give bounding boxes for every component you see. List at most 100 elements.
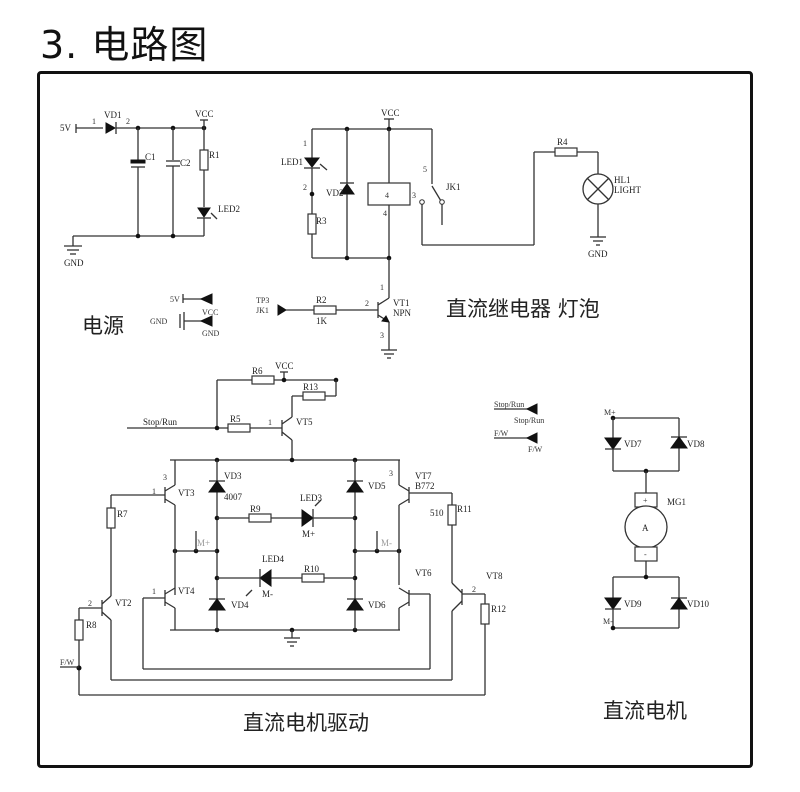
dc-motor-circuit: M+ VD7 VD8 + A MG1 - VD9 VD10 M- 直流 [603,408,709,723]
transistor-collector [164,484,176,492]
label-stop-run: Stop/Run [494,400,524,409]
label-vcc: VCC [202,308,218,317]
label-vt3: VT3 [178,488,195,498]
motor-symbol-label: A [642,523,649,533]
resistor-r4 [554,147,578,157]
label-r13: R13 [303,382,319,392]
label-vt2: VT2 [115,598,132,608]
label-vd8: VD8 [687,439,705,449]
section-title-power: 电源 [82,314,124,338]
transistor-arrow [381,315,390,323]
power-supply-circuit: 5V 1 VD1 2 VCC C1 C2 R1 LED2 [60,109,240,268]
label-plus: + [643,496,648,505]
label-jk1-net: JK1 [256,306,269,315]
pin-label: 1 [152,587,156,596]
transistor-emitter [101,611,112,621]
section-title-relay-lamp: 直流继电器 灯泡 [446,297,600,321]
resistor-r10 [301,573,325,583]
transistor-collector [398,484,410,492]
net-port-icon [277,304,287,316]
led-arrow [210,212,218,220]
led3-symbol [301,509,314,527]
label-m-minus: M- [603,617,613,626]
net-label-ports: Stop/Run Stop/Run F/W F/W [494,400,544,454]
pin-label: 1 [303,139,307,148]
relay-contact [439,199,445,205]
diode-vd4-symbol [208,598,226,611]
transistor-emitter [398,498,410,506]
label-r2: R2 [316,295,327,305]
motor-driver-circuit: VCC R6 R13 Stop/Run R5 1 VT5 [60,361,506,735]
label-r1: R1 [209,150,220,160]
label-r11: R11 [457,504,472,514]
resistor-r11 [447,504,457,526]
label-mg1: MG1 [667,497,686,507]
label-m-minus: M- [262,589,273,599]
label-gnd: GND [588,249,608,259]
resistor-r8 [74,619,84,641]
diode-vd9-symbol [604,597,622,610]
transistor-emitter [281,431,293,441]
junction [170,233,176,239]
resistor-r7 [106,507,116,529]
resistor-r1 [199,149,209,171]
label-r10: R10 [304,564,320,574]
label-vcc: VCC [275,361,294,371]
relay-lamp-circuit: VCC 1 LED1 2 R3 VD2 4 4 5 [256,108,641,359]
transistor-collector [164,587,176,595]
transistor-collector [398,587,410,595]
label-vd2: VD2 [326,188,344,198]
label-5v-input: 5V [60,123,72,133]
label-vcc: VCC [381,108,400,118]
pin-label: 2 [303,183,307,192]
label-vd3: VD3 [224,471,242,481]
pin-label: 1 [268,418,272,427]
junction [643,574,649,580]
transistor-collector [281,416,293,425]
diode-vd8-symbol [670,436,688,449]
label-r11-value: 510 [430,508,444,518]
label-vd3-type: 4007 [224,492,243,502]
diode-vd7-symbol [604,437,622,450]
relay-contact [419,199,425,205]
junction [344,255,350,261]
pin-label: 3 [389,469,393,478]
label-r8: R8 [86,620,97,630]
transistor-emitter [164,498,176,506]
capacitor-c1-plate [130,159,146,164]
label-led3: LED3 [300,493,322,503]
diode-vd1-symbol [105,122,117,134]
transistor-collector [377,297,390,306]
pin-label: 1 [380,283,384,292]
junction [281,377,287,383]
led-arrow [319,163,328,171]
transistor-collector [451,582,463,594]
pin-label: 2 [365,299,369,308]
label-c2: C2 [180,158,191,168]
label-r2-value: 1K [316,316,328,326]
pin-label: 1 [92,117,96,126]
label-r6: R6 [252,366,263,376]
label-r5: R5 [230,414,241,424]
relay-coil [367,182,411,206]
net-label-m-plus: M+ [197,538,210,548]
label-m-plus: M+ [604,408,616,417]
label-stop-run: Stop/Run [514,416,544,425]
page-title: 3. 电路图 [40,23,209,67]
label-npn: NPN [393,308,412,318]
net-port-icon [199,315,213,327]
resistor-r9 [248,513,272,523]
pin-label: 3 [163,473,167,482]
label-vd5: VD5 [368,481,386,491]
label-vt8: VT8 [486,571,503,581]
label-vt6: VT6 [415,568,432,578]
led2-symbol [197,207,211,218]
led4-symbol [259,569,272,587]
label-led4: LED4 [262,554,284,564]
label-vt7: VT7 [415,471,432,481]
label-m-plus: M+ [302,529,315,539]
pin-label: 3 [412,191,416,200]
pin-label: 2 [126,117,130,126]
label-minus: - [644,550,647,559]
